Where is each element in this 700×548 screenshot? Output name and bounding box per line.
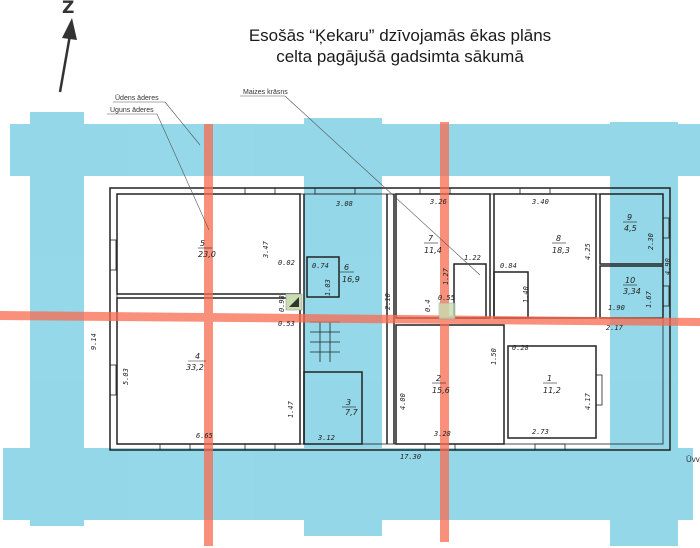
svg-text:3.26: 3.26 — [429, 198, 447, 206]
svg-text:7,7: 7,7 — [345, 408, 359, 417]
oven-callout: Maizes krāsns — [243, 89, 288, 96]
svg-text:16,9: 16,9 — [342, 275, 360, 284]
svg-text:3.28: 3.28 — [433, 430, 451, 438]
fire-veins — [0, 122, 700, 546]
north-arrow-icon — [58, 18, 77, 93]
svg-text:1.22: 1.22 — [464, 254, 481, 262]
svg-text:9: 9 — [627, 213, 632, 222]
svg-text:1.50: 1.50 — [490, 348, 498, 365]
water-vein-callout: Ūdens āderes — [115, 95, 159, 102]
fire-vein-horizontal — [0, 311, 700, 326]
svg-text:18,3: 18,3 — [552, 246, 570, 255]
svg-text:2.30: 2.30 — [647, 233, 655, 250]
svg-text:5: 5 — [200, 239, 205, 248]
svg-text:3,34: 3,34 — [623, 287, 641, 296]
svg-text:2.10: 2.10 — [384, 293, 392, 310]
svg-text:4,5: 4,5 — [624, 224, 637, 233]
svg-text:4.25: 4.25 — [584, 243, 592, 260]
svg-text:0.84: 0.84 — [500, 262, 517, 270]
svg-text:0.53: 0.53 — [278, 320, 295, 328]
room-labels: 5 23,0 4 33,2 6 16,9 3 7,7 7 11,4 8 18,3… — [186, 213, 641, 417]
svg-text:3.40: 3.40 — [531, 198, 549, 206]
svg-text:1.47: 1.47 — [287, 400, 295, 418]
svg-text:11,2: 11,2 — [543, 386, 561, 395]
svg-text:17.30: 17.30 — [400, 453, 421, 461]
svg-text:1: 1 — [547, 374, 552, 383]
svg-text:11,4: 11,4 — [424, 246, 442, 255]
svg-text:2.17: 2.17 — [606, 324, 624, 332]
svg-text:0.55: 0.55 — [438, 294, 455, 302]
svg-text:4: 4 — [195, 352, 200, 361]
svg-text:10: 10 — [625, 276, 635, 285]
svg-text:4.00: 4.00 — [399, 393, 407, 410]
callout-lines — [107, 95, 481, 276]
windows — [109, 187, 670, 451]
svg-text:1.03: 1.03 — [324, 279, 332, 296]
svg-text:3.12: 3.12 — [317, 434, 335, 442]
svg-text:1.90: 1.90 — [608, 304, 625, 312]
fire-vein-callout: Uguns āderes — [110, 107, 154, 114]
svg-text:2.73: 2.73 — [532, 428, 549, 436]
svg-text:9.14: 9.14 — [90, 333, 98, 350]
water-vein-east — [610, 122, 678, 546]
title-line-1: Esošās “Ķekaru” dzīvojamās ēkas plāns — [248, 26, 552, 45]
svg-text:33,2: 33,2 — [186, 363, 204, 372]
svg-text:15,6: 15,6 — [432, 386, 450, 395]
oven-icon — [438, 302, 456, 320]
diagram-title: Esošās “Ķekaru” dzīvojamās ēkas plāns ce… — [200, 25, 600, 67]
svg-text:4.90: 4.90 — [664, 258, 672, 275]
svg-text:8: 8 — [556, 234, 561, 243]
north-label: Z — [62, 0, 75, 18]
svg-text:6: 6 — [344, 263, 349, 272]
svg-text:3: 3 — [346, 398, 351, 407]
water-veins — [3, 112, 700, 546]
cropped-callout: Ūvv — [686, 455, 700, 464]
svg-text:23,0: 23,0 — [198, 250, 216, 259]
svg-text:1.40: 1.40 — [522, 286, 530, 303]
svg-text:6.65: 6.65 — [196, 432, 213, 440]
svg-text:0.02: 0.02 — [278, 259, 295, 267]
svg-text:1.27: 1.27 — [442, 267, 450, 285]
svg-text:0.4: 0.4 — [424, 299, 432, 312]
stove-markers — [285, 293, 456, 320]
svg-text:1.67: 1.67 — [645, 290, 653, 308]
svg-text:7: 7 — [428, 234, 434, 243]
svg-text:0.74: 0.74 — [312, 262, 329, 270]
water-vein-center — [304, 118, 382, 536]
title-line-2: celta pagājušā gadsimta sākumā — [276, 47, 524, 66]
svg-text:3.08: 3.08 — [335, 200, 353, 208]
svg-text:0.28: 0.28 — [512, 344, 529, 352]
fire-vein-east — [440, 122, 449, 542]
svg-text:5.03: 5.03 — [122, 368, 130, 385]
svg-text:2: 2 — [436, 374, 441, 383]
svg-text:4.17: 4.17 — [584, 392, 592, 410]
svg-text:0.98: 0.98 — [278, 295, 286, 312]
dimension-labels: 3.08 3.26 3.40 0.02 0.74 1.22 0.84 0.53 … — [90, 198, 672, 461]
fire-vein-west — [204, 124, 213, 546]
svg-text:3.47: 3.47 — [262, 240, 270, 259]
